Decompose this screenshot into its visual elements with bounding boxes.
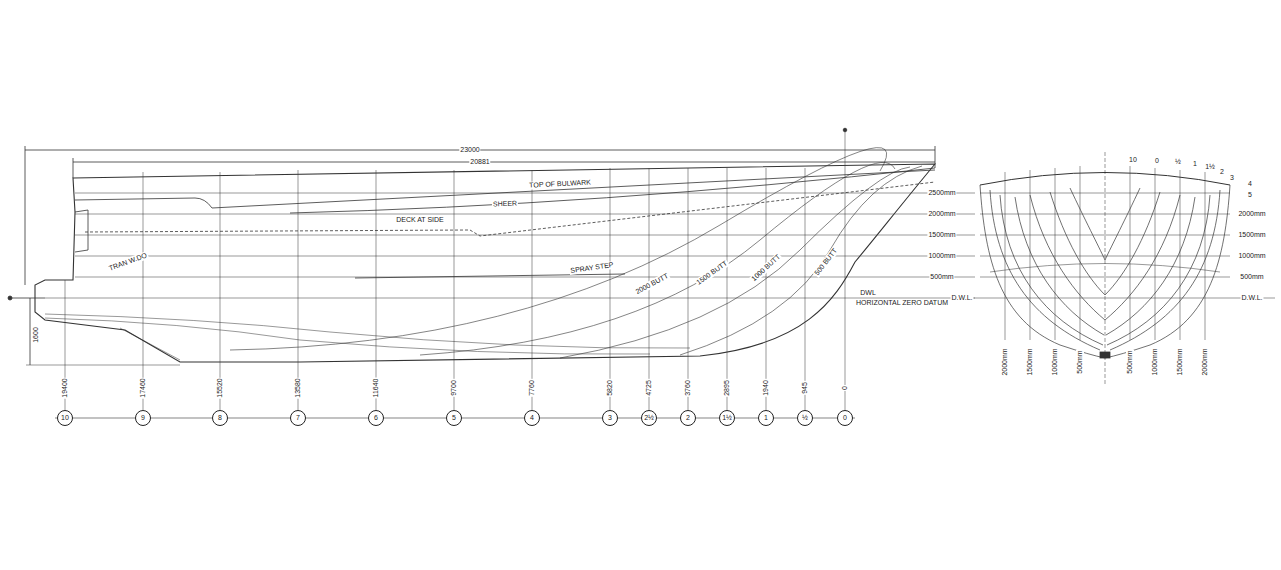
drawing-label: 20881	[469, 158, 490, 166]
drawing-label: 10	[1128, 156, 1138, 164]
drawing-label: 3760	[684, 379, 692, 397]
station-number: 3	[608, 414, 612, 422]
drawing-label: 5820	[606, 379, 614, 397]
drawing-label: 3	[1229, 174, 1235, 182]
station-circle: 8	[212, 410, 228, 426]
drawing-label: SHEER	[492, 200, 518, 209]
drawing-label: 500mm	[929, 273, 954, 281]
drawing-label: 500mm	[1126, 349, 1134, 374]
drawing-label: 2000mm	[1201, 347, 1209, 376]
drawing-label: 1600	[32, 326, 40, 344]
station-circle: 0	[837, 410, 853, 426]
drawing-label: D.W.L.	[950, 294, 973, 302]
drawing-label: DWL	[859, 289, 877, 297]
drawing-label: 1500mm	[927, 231, 956, 239]
drawing-label: 1000mm	[1051, 347, 1059, 376]
drawing-label: 1000mm	[1151, 347, 1159, 376]
drawing-label: 2	[1219, 168, 1225, 176]
station-number: 0	[843, 414, 847, 422]
drawing-label: 2000mm	[927, 210, 956, 218]
drawing-label: D.W.L.	[1240, 294, 1263, 302]
drawing-label: 1	[1192, 160, 1198, 168]
drawing-label: 0	[841, 385, 849, 391]
station-circle: 3	[602, 410, 618, 426]
station-circle: 5	[446, 410, 462, 426]
drawing-label: HORIZONTAL ZERO DATUM	[855, 299, 949, 307]
station-number: 4	[530, 414, 534, 422]
drawing-label: 19400	[61, 377, 69, 398]
station-number: 7	[296, 414, 300, 422]
station-number: 9	[141, 414, 145, 422]
drawing-label: 9700	[450, 379, 458, 397]
drawing-label: 1000 BUTT	[749, 252, 782, 283]
drawing-label: TRAN W.DO	[107, 251, 149, 273]
station-number: 2	[686, 414, 690, 422]
drawing-label: 500 BUTT	[812, 246, 839, 278]
station-number: 10	[61, 414, 69, 422]
drawing-label: 2895	[723, 379, 731, 397]
drawing-label: 13580	[294, 377, 302, 398]
drawing-label: 1½	[1204, 163, 1216, 171]
drawing-label: 1500mm	[1237, 231, 1266, 239]
drawing-label: 1000mm	[1237, 252, 1266, 260]
station-number: 8	[218, 414, 222, 422]
drawing-label: 500mm	[1076, 349, 1084, 374]
station-circle: 6	[368, 410, 384, 426]
station-number: 1	[764, 414, 768, 422]
drawing-label: 1500mm	[1026, 347, 1034, 376]
station-circle: 1	[758, 410, 774, 426]
station-circle: 10	[57, 410, 73, 426]
drawing-label: 500mm	[1239, 273, 1264, 281]
station-circle: 9	[135, 410, 151, 426]
station-number: 5	[452, 414, 456, 422]
drawing-label: 15520	[216, 377, 224, 398]
drawing-label: 4725	[645, 379, 653, 397]
drawing-label: 1940	[762, 379, 770, 397]
drawing-label: 2000 BUTT	[633, 272, 670, 297]
drawing-label: 1500 BUTT	[694, 259, 730, 287]
drawing-label: 1000mm	[927, 252, 956, 260]
drawing-label: TOP OF BULWARK	[528, 178, 592, 189]
drawing-label: 945	[801, 381, 809, 395]
station-number: 6	[374, 414, 378, 422]
drawing-label: 17460	[139, 377, 147, 398]
drawing-label: 0	[1154, 157, 1160, 165]
station-number: 1½	[722, 414, 732, 422]
drawing-label: 23000	[459, 146, 480, 154]
drawing-label: 1500mm	[1176, 347, 1184, 376]
station-number: 2½	[644, 414, 654, 422]
drawing-label: 2500mm	[927, 189, 956, 197]
station-circle: 7	[290, 410, 306, 426]
drawing-label: 11640	[372, 378, 380, 399]
station-circle: 2	[680, 410, 696, 426]
drawing-label: 2000mm	[1237, 210, 1266, 218]
drawing-label: 2000mm	[1001, 347, 1009, 376]
drawing-label: 5	[1247, 191, 1253, 199]
drawing-label: ½	[1174, 158, 1182, 166]
station-circle: 1½	[719, 410, 735, 426]
drawing-label: 4	[1247, 180, 1253, 188]
drawing-label: 7760	[528, 379, 536, 397]
drawing-label: SPRAY STEP	[569, 261, 615, 275]
station-circle: ½	[797, 410, 813, 426]
station-circle: 4	[524, 410, 540, 426]
station-circle: 2½	[641, 410, 657, 426]
station-number: ½	[802, 414, 808, 422]
drawing-label: DECK AT SIDE	[395, 216, 445, 224]
